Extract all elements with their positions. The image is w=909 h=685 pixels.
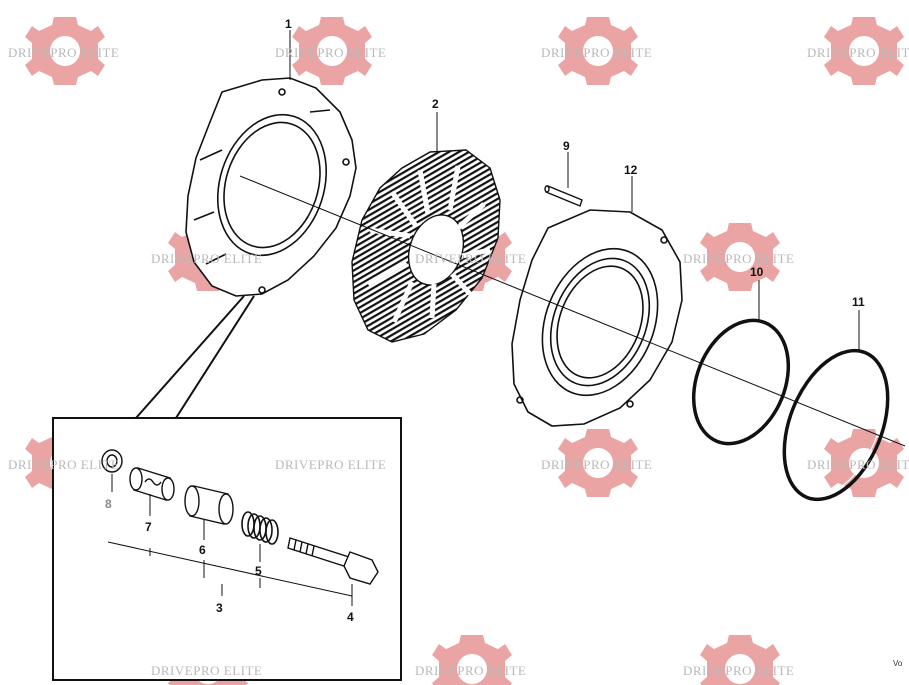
- callout-11: 11: [852, 295, 865, 309]
- callout-1: 1: [285, 17, 292, 31]
- part-1-pressure-plate: [185, 77, 357, 297]
- callout-9: 9: [563, 139, 570, 153]
- part-8-nut: [101, 449, 123, 473]
- watermark-text: DRIVEPRO ELITE: [415, 251, 526, 266]
- watermark-text: DRIVEPRO ELITE: [275, 45, 386, 60]
- leader-lines: [107, 30, 860, 606]
- watermark-text: DRIVEPRO ELITE: [541, 457, 652, 472]
- callout-6: 6: [199, 543, 206, 557]
- watermark-text: DRIVEPRO ELITE: [8, 45, 119, 60]
- watermark-labels: DRIVEPRO ELITE DRIVEPRO ELITE DRIVEPRO E…: [8, 45, 909, 678]
- part-11-o-ring: [782, 348, 890, 502]
- callout-5: 5: [255, 564, 262, 578]
- callout-4: 4: [347, 610, 354, 624]
- part-4-bolt: [287, 537, 379, 585]
- watermark-text: DRIVEPRO ELITE: [415, 663, 526, 678]
- part-7-sleeve: [129, 467, 175, 501]
- callout-12: 12: [624, 163, 638, 177]
- part-12-piston-housing: [511, 209, 683, 427]
- watermark-text: DRIVEPRO ELITE: [683, 251, 794, 266]
- part-2-friction-disc: [351, 149, 501, 343]
- part-10-o-ring: [691, 318, 791, 446]
- watermark-text: DRIVEPRO ELITE: [807, 45, 909, 60]
- callout-8: 8: [105, 497, 112, 511]
- watermark-text: DRIVEPRO ELITE: [151, 663, 262, 678]
- callout-10: 10: [750, 265, 764, 279]
- watermark-text: DRIVEPRO ELITE: [683, 663, 794, 678]
- watermark-text: DRIVEPRO ELITE: [807, 457, 909, 472]
- watermark-text: DRIVEPRO ELITE: [275, 457, 386, 472]
- watermark-text: DRIVEPRO ELITE: [151, 251, 262, 266]
- part-6-bushing: [184, 485, 234, 525]
- part-5-spring: [241, 511, 279, 545]
- callout-7: 7: [145, 520, 152, 534]
- part-9-pin: [544, 185, 583, 207]
- assembly-axis-line: [239, 175, 906, 447]
- watermark-text: DRIVEPRO ELITE: [8, 457, 119, 472]
- watermark-text: DRIVEPRO ELITE: [541, 45, 652, 60]
- figure-code: Vo: [893, 659, 903, 668]
- callout-3: 3: [216, 601, 223, 615]
- callout-2: 2: [432, 97, 439, 111]
